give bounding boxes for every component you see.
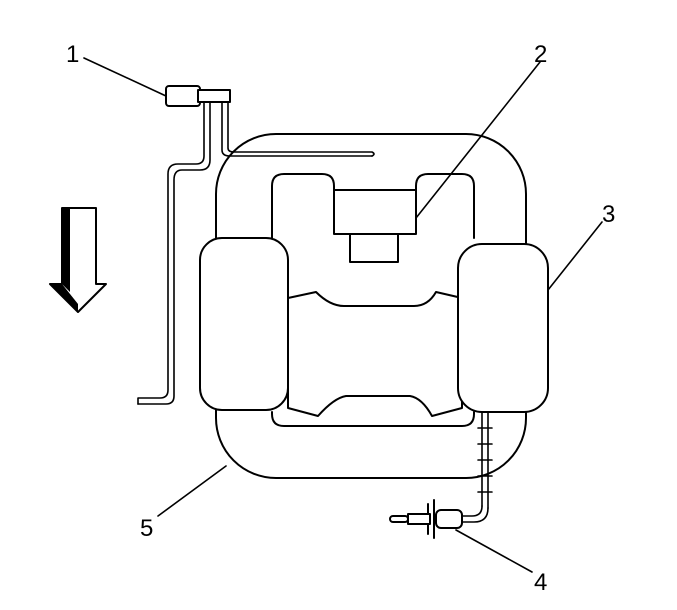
down-arrow-icon	[49, 207, 107, 313]
left-module	[199, 237, 289, 411]
leader-line-1	[83, 57, 167, 97]
callout-1: 1	[66, 41, 79, 68]
leader-line-2	[415, 61, 541, 219]
sensor	[389, 499, 463, 539]
center-module	[287, 291, 463, 417]
leader-line-3	[547, 221, 603, 291]
callout-4: 4	[534, 569, 547, 596]
callout-3: 3	[602, 201, 615, 228]
control-module-base	[349, 231, 399, 263]
leader-line-5	[157, 465, 227, 517]
control-module	[333, 189, 417, 235]
harness-connector	[137, 85, 375, 405]
leader-line-4	[455, 529, 533, 573]
right-module	[457, 243, 549, 413]
sensor-lead	[459, 411, 493, 523]
callout-2: 2	[534, 41, 547, 68]
callout-5: 5	[140, 515, 153, 542]
inner-frame	[271, 173, 475, 427]
